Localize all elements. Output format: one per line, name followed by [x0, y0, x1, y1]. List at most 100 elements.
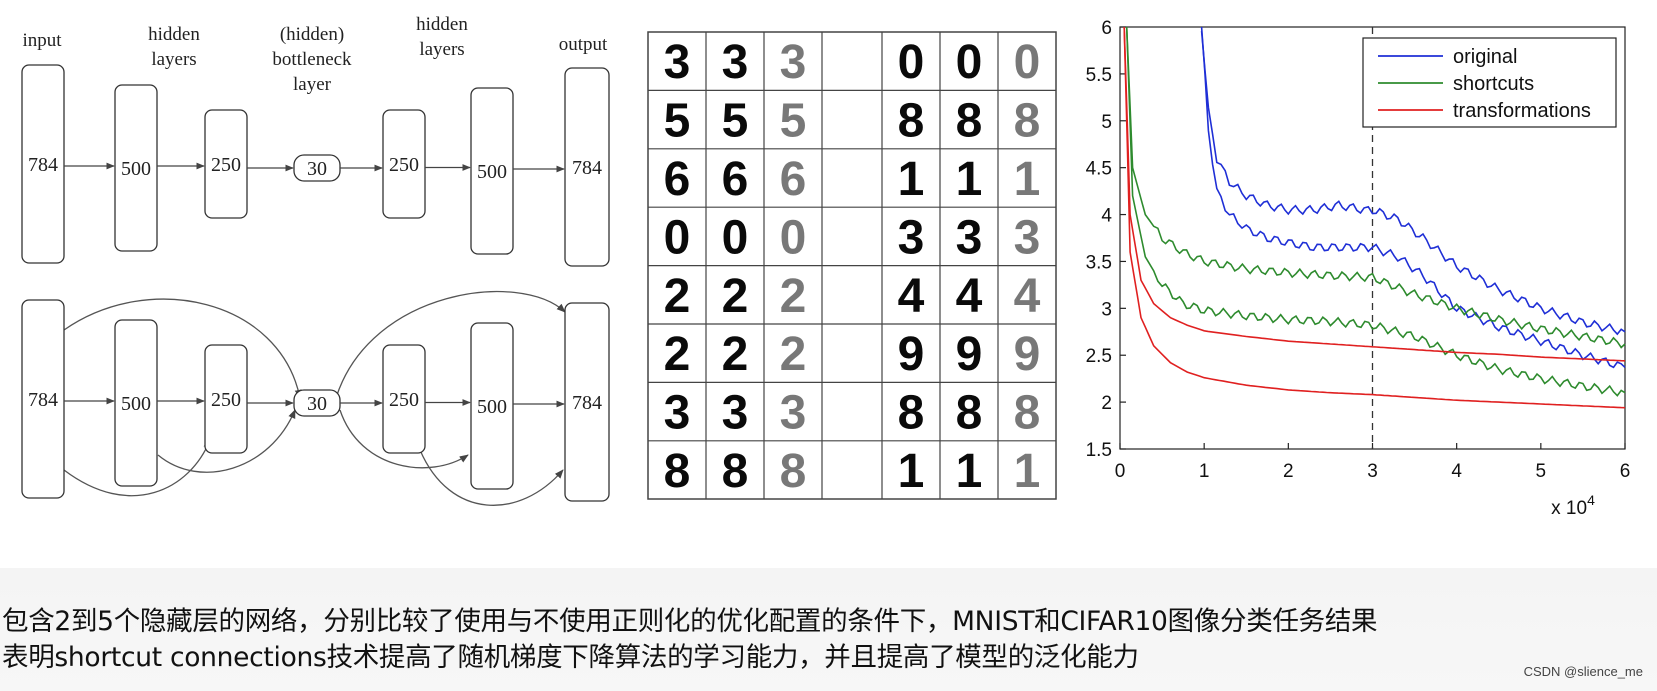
layer-box [204, 344, 248, 454]
mnist-digit: 3 [722, 36, 749, 89]
layer-box [114, 319, 158, 487]
mnist-digit: 8 [898, 95, 925, 148]
series-line [1125, 26, 1626, 397]
mnist-digit: 8 [898, 387, 925, 440]
chart-series [1123, 26, 1626, 409]
mnist-digit: 3 [780, 387, 807, 440]
layer-size-label: 500 [477, 161, 507, 183]
shortcut-arc [63, 298, 302, 399]
mnist-digit: 1 [956, 153, 983, 206]
mnist-digit: 9 [898, 328, 925, 381]
layer-header-label: output [559, 34, 608, 55]
y-tick-label: 5 [1101, 112, 1112, 133]
mnist-digit: 9 [956, 328, 983, 381]
layer-size-label: 500 [121, 393, 151, 415]
mnist-digit: 2 [780, 270, 807, 323]
mnist-digit: 0 [1014, 36, 1041, 89]
mnist-digit: 0 [722, 211, 749, 264]
shortcut-arc [419, 449, 564, 506]
mnist-digit: 2 [780, 328, 807, 381]
mnist-digit: 3 [664, 387, 691, 440]
y-tick-label: 5.5 [1086, 65, 1112, 86]
legend-label: shortcuts [1453, 73, 1534, 95]
mnist-digit: 8 [722, 445, 749, 498]
caption-band [0, 568, 1657, 691]
layer-box [470, 322, 514, 490]
x-tick-label: 6 [1620, 461, 1631, 482]
y-tick-label: 3 [1101, 299, 1112, 320]
mnist-digit: 1 [1014, 153, 1041, 206]
layer-size-label: 500 [121, 158, 151, 180]
layer-box [204, 109, 248, 219]
mnist-digit: 4 [956, 270, 983, 323]
mnist-digit: 2 [722, 328, 749, 381]
mnist-digit: 0 [780, 211, 807, 264]
mnist-digit: 2 [664, 270, 691, 323]
chart-legend: original shortcuts transformations [1362, 37, 1617, 128]
mnist-digit: 3 [956, 211, 983, 264]
mnist-digit: 8 [1014, 387, 1041, 440]
mnist-digit: 5 [664, 95, 691, 148]
caption-text: 包含2到5个隐藏层的网络，分别比较了使用与不使用正则化的优化配置的条件下，MNI… [2, 604, 1652, 676]
mnist-digit: 9 [1014, 328, 1041, 381]
mnist-digit: 8 [956, 95, 983, 148]
layer-header-label: input [22, 30, 62, 51]
layer-box [564, 67, 610, 267]
mnist-digit: 1 [898, 445, 925, 498]
layer-box [382, 109, 426, 219]
x-tick-label: 0 [1115, 461, 1126, 482]
mnist-digit: 6 [722, 153, 749, 206]
mnist-digit: 3 [1014, 211, 1041, 264]
layer-size-label: 250 [211, 154, 241, 176]
layer-box [21, 299, 65, 499]
legend-label: transformations [1453, 100, 1591, 122]
x-axis-multiplier: x 104 [1551, 492, 1595, 519]
mnist-digit: 6 [780, 153, 807, 206]
layer-size-label: 30 [307, 393, 327, 415]
layer-box [382, 344, 426, 454]
layer-box [470, 87, 514, 255]
y-tick-label: 3.5 [1086, 252, 1112, 273]
mnist-digit: 5 [722, 95, 749, 148]
legend-label: original [1453, 46, 1517, 68]
layer-box [564, 302, 610, 502]
mnist-digit: 8 [780, 445, 807, 498]
mnist-digit: 1 [1014, 445, 1041, 498]
x-tick-label: 1 [1199, 461, 1210, 482]
y-tick-label: 4 [1101, 206, 1112, 227]
x-tick-label: 3 [1367, 461, 1378, 482]
layer-box [21, 64, 65, 264]
series-line [1200, 31, 1626, 336]
mnist-digit: 8 [956, 387, 983, 440]
layer-size-label: 250 [211, 389, 241, 411]
layer-box [114, 84, 158, 252]
shortcut-arc [63, 439, 211, 497]
mnist-digit: 4 [898, 270, 925, 323]
x-tick-label: 2 [1283, 461, 1294, 482]
y-tick-label: 4.5 [1086, 159, 1112, 180]
mnist-digit: 2 [664, 328, 691, 381]
layer-size-label: 784 [28, 389, 58, 411]
mnist-digit: 0 [898, 36, 925, 89]
series-line [1200, 26, 1626, 369]
mnist-digit: 5 [780, 95, 807, 148]
shortcut-arc [339, 409, 469, 469]
layer-size-label: 250 [389, 154, 419, 176]
y-tick-label: 2 [1101, 393, 1112, 414]
mnist-digit: 3 [722, 387, 749, 440]
series-line [1123, 26, 1626, 409]
layer-size-label: 784 [572, 392, 602, 414]
layer-size-label: 250 [389, 389, 419, 411]
x-tick-label: 4 [1451, 461, 1462, 482]
